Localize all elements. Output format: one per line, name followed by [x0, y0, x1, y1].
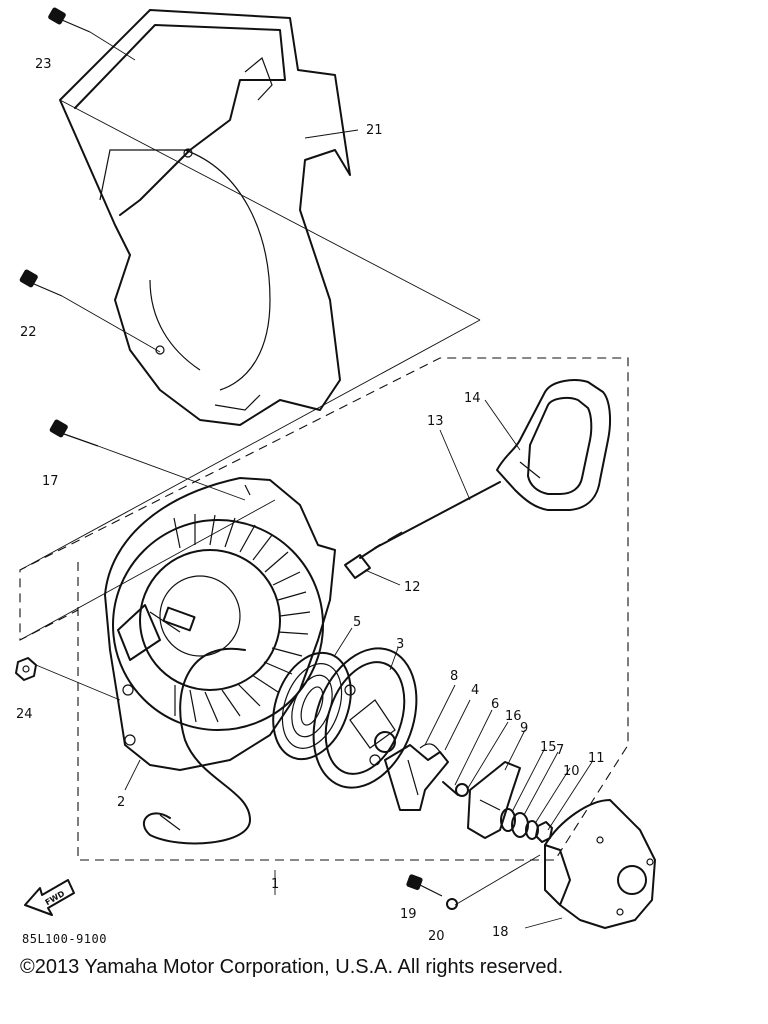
callout-17: 17 [42, 474, 59, 489]
fan-shroud-part-21 [59, 9, 351, 426]
callout-15: 15 [540, 740, 557, 755]
callout-12: 12 [404, 580, 421, 595]
bolt-part-17 [49, 419, 246, 501]
spring-part-6 [442, 709, 493, 796]
pulley-part-18 [454, 799, 656, 929]
copyright-notice: ©2013 Yamaha Motor Corporation, U.S.A. A… [20, 956, 564, 978]
pawl-part-4 [384, 699, 471, 811]
callout-13: 13 [427, 414, 444, 429]
callout-10: 10 [563, 764, 580, 779]
diagram-part-code: 85L100-9100 [22, 932, 107, 946]
spring-part-15 [500, 747, 546, 832]
handle-part-14 [484, 379, 612, 511]
callout-20: 20 [428, 929, 445, 944]
bolt-part-19 [406, 874, 443, 897]
callout-22: 22 [20, 325, 37, 340]
guide-part-12 [344, 531, 403, 586]
callout-8: 8 [450, 669, 458, 684]
callout-2: 2 [117, 795, 125, 810]
callout-19: 19 [400, 907, 417, 922]
washer-part-16 [455, 721, 509, 797]
callout-1: 1 [271, 877, 279, 892]
callout-6: 6 [491, 697, 499, 712]
rope-part-13 [374, 429, 501, 549]
fwd-arrow-icon: FWD [24, 879, 75, 916]
callout-23: 23 [35, 57, 52, 72]
reel-part-3 [312, 647, 418, 789]
callout-3: 3 [396, 637, 404, 652]
callout-18: 18 [492, 925, 509, 940]
callout-11: 11 [588, 751, 605, 766]
bolt-part-22 [19, 269, 161, 353]
callout-24: 24 [16, 707, 33, 722]
pawl-spring-part-8 [419, 684, 456, 753]
callout-9: 9 [520, 721, 528, 736]
starter-cord [143, 647, 251, 845]
washer-part-20 [446, 898, 458, 910]
callout-14: 14 [464, 391, 481, 406]
bolt-part-23 [48, 7, 136, 61]
starter-case-part-2 [104, 477, 336, 771]
callout-7: 7 [556, 743, 564, 758]
nut-part-24 [15, 657, 121, 701]
callout-16: 16 [505, 709, 522, 724]
callout-labels: 23 21 22 14 13 17 12 5 3 8 4 24 6 16 9 1… [16, 57, 605, 944]
friction-plate-part-9 [467, 729, 526, 839]
assembly-boundary-part-1 [19, 357, 629, 861]
callout-21: 21 [366, 123, 383, 138]
washer-part-7 [511, 751, 559, 838]
callout-5: 5 [353, 615, 361, 630]
callout-4: 4 [471, 683, 479, 698]
